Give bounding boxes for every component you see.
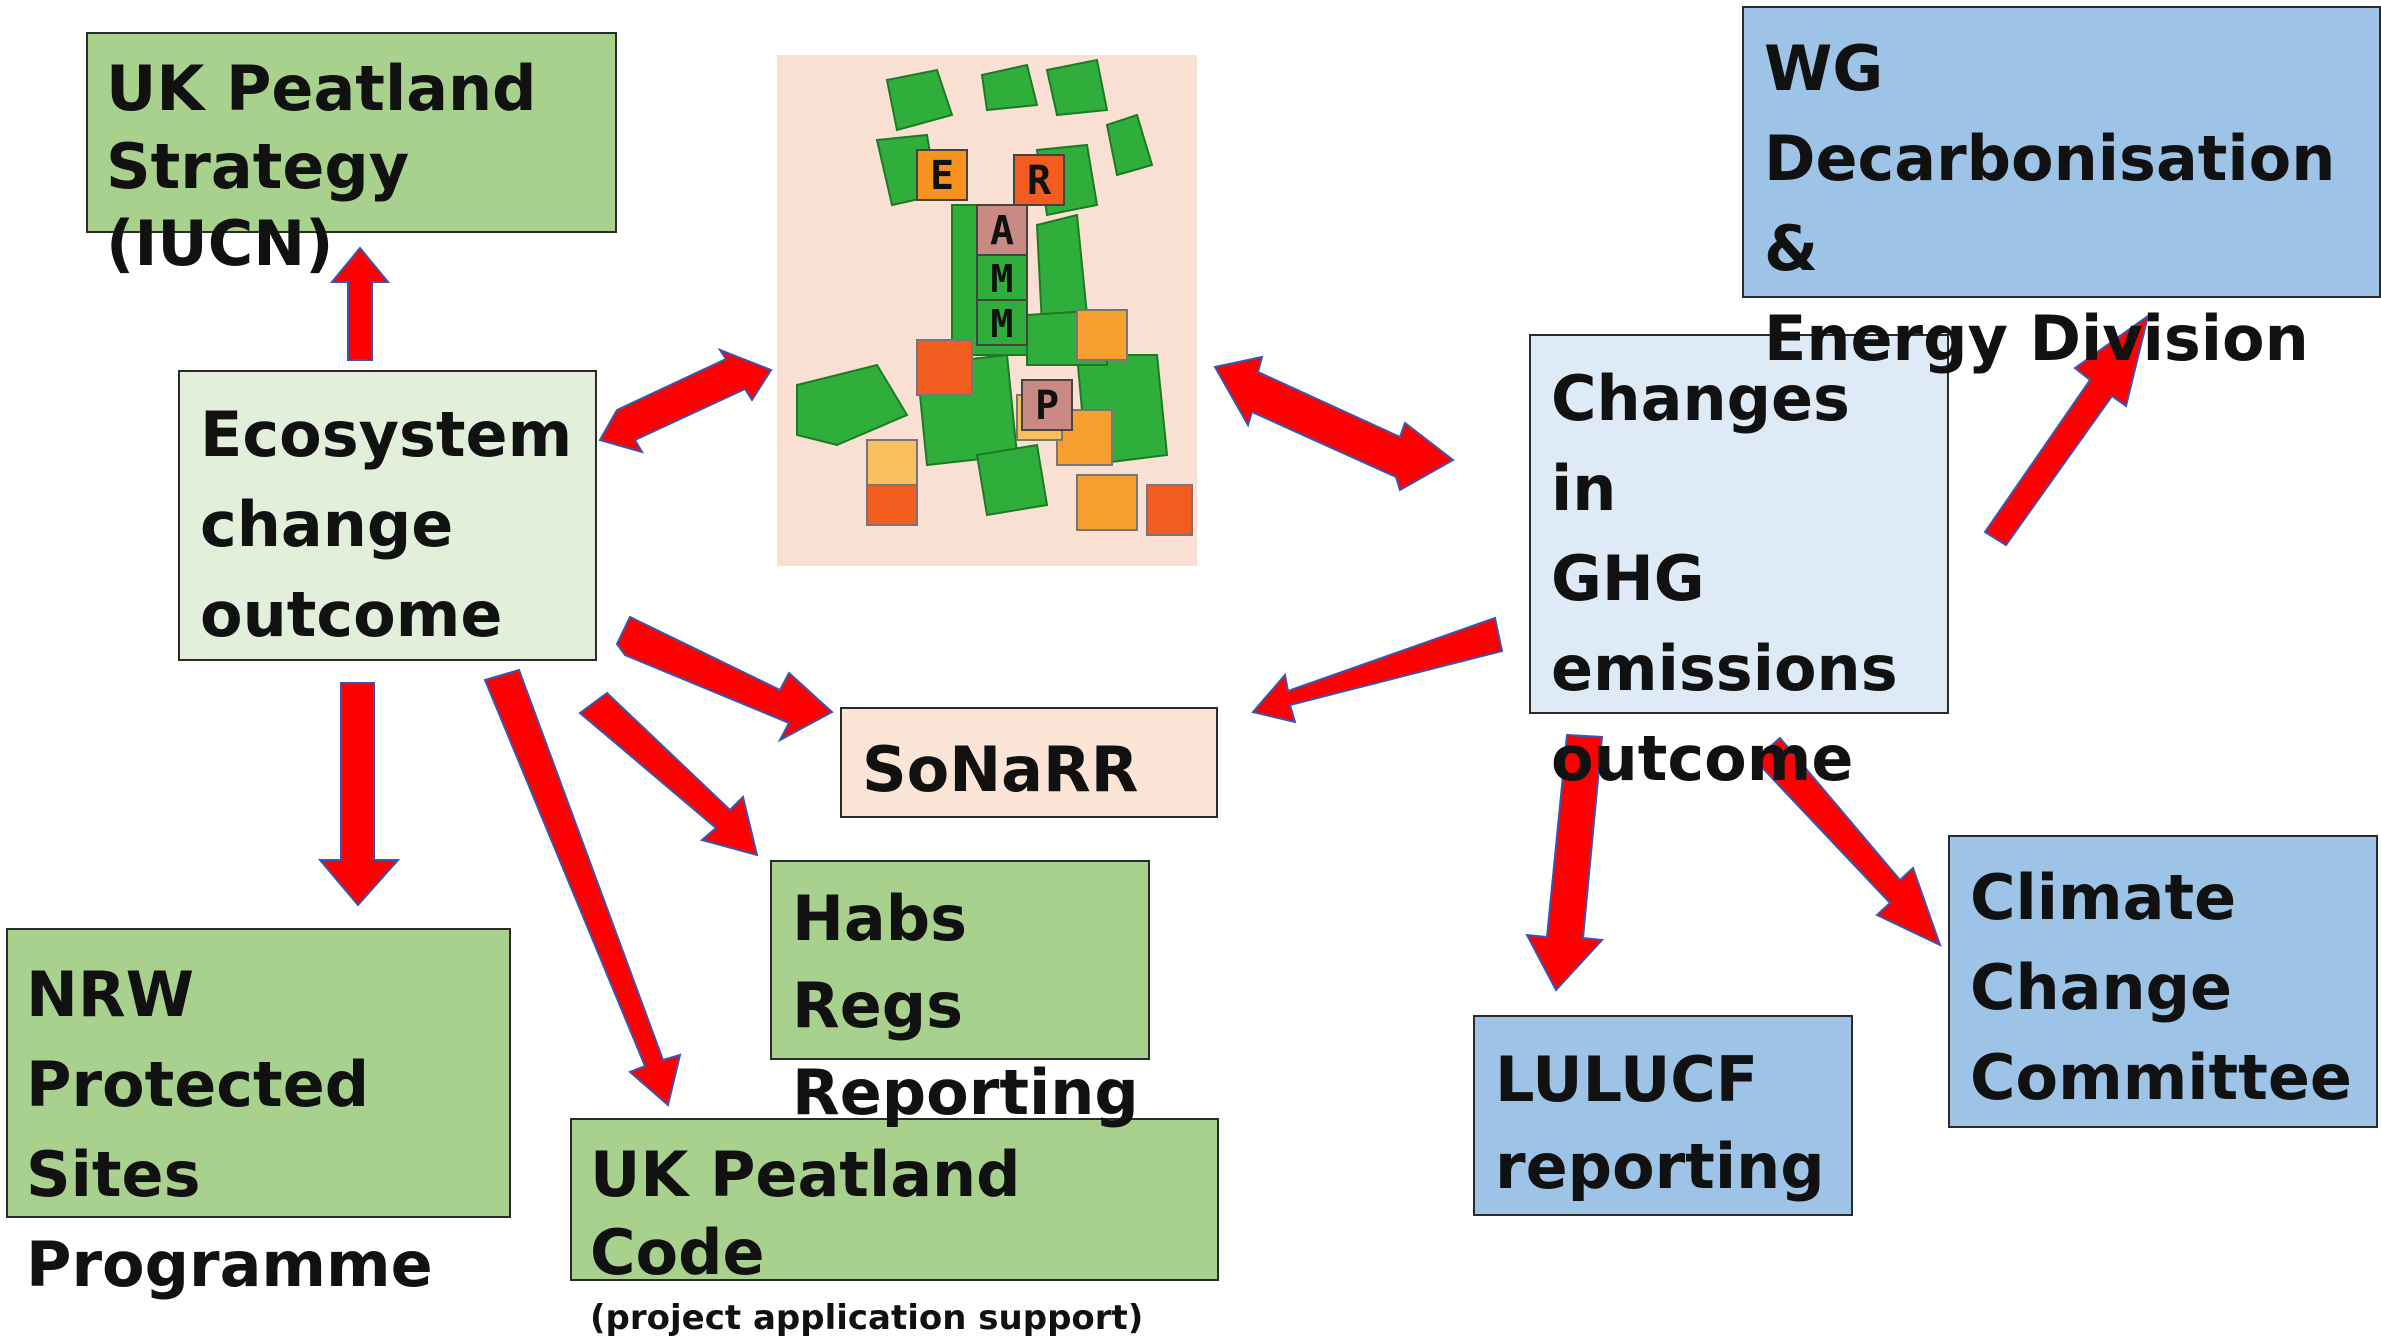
erammp-map-logo: E R A M M P: [777, 55, 1197, 566]
node-label: SoNaRR: [862, 733, 1139, 806]
logo-letter-m2: M: [991, 302, 1014, 346]
connector-arrows: [317, 246, 2150, 1107]
logo-letter-a: A: [990, 208, 1014, 254]
logo-letter-p: P: [1035, 383, 1059, 429]
logo-letter-r: R: [1027, 158, 1052, 204]
node-label: LULUCF reporting: [1495, 1043, 1825, 1203]
arrow-ecosystem-to-strategy: [329, 246, 391, 361]
node-nrw-protected-sites: NRW Protected Sites Programme: [6, 928, 511, 1301]
arrow-map-ghg: [1213, 355, 1455, 492]
arrow-ecosystem-to-habs: [578, 691, 759, 857]
node-label: Habs Regs Reporting: [792, 882, 1139, 1129]
logo-letter-e: E: [930, 153, 954, 199]
node-label: WG Decarbonisation & Energy Division: [1764, 32, 2336, 375]
node-habs-regs-reporting: Habs Regs Reporting: [770, 860, 1150, 1129]
node-label: UK Peatland Code: [590, 1138, 1021, 1289]
node-label: Climate Change Committee: [1970, 861, 2352, 1114]
node-sonarr: SoNaRR: [840, 707, 1218, 818]
node-label: NRW Protected Sites Programme: [26, 958, 433, 1301]
arrow-ghg-to-lulucf: [1525, 733, 1605, 992]
node-ecosystem-change: Ecosystem change outcome: [178, 370, 597, 661]
arrow-ecosystem-map: [598, 347, 773, 454]
node-climate-change-committee: Climate Change Committee: [1948, 835, 2378, 1128]
node-sublabel: (project application support): [590, 1298, 1144, 1338]
wales-map-graphic: E R A M M P: [796, 58, 1193, 536]
node-wg-decarbonisation: WG Decarbonisation & Energy Division: [1742, 6, 2381, 375]
arrow-ghg-to-ccc: [1753, 736, 1942, 947]
arrow-ecosystem-to-sonarr: [615, 615, 834, 743]
arrow-ecosystem-to-code: [483, 668, 682, 1107]
node-label: UK Peatland Strategy (IUCN): [106, 52, 537, 280]
node-ghg-emissions: Changes in GHG emissions outcome: [1529, 334, 1949, 795]
arrow-ghg-to-sonarr: [1251, 616, 1504, 724]
arrow-ghg-to-wg: [1983, 313, 2150, 547]
node-uk-peatland-code: UK Peatland Code (project application su…: [570, 1118, 1219, 1338]
node-uk-peatland-strategy: UK Peatland Strategy (IUCN): [86, 32, 617, 280]
node-lulucf-reporting: LULUCF reporting: [1473, 1015, 1853, 1216]
node-label: Changes in GHG emissions outcome: [1551, 362, 1898, 795]
arrow-ecosystem-to-nrw: [317, 682, 401, 907]
logo-letter-m1: M: [991, 257, 1014, 301]
node-label: Ecosystem change outcome: [200, 398, 573, 651]
